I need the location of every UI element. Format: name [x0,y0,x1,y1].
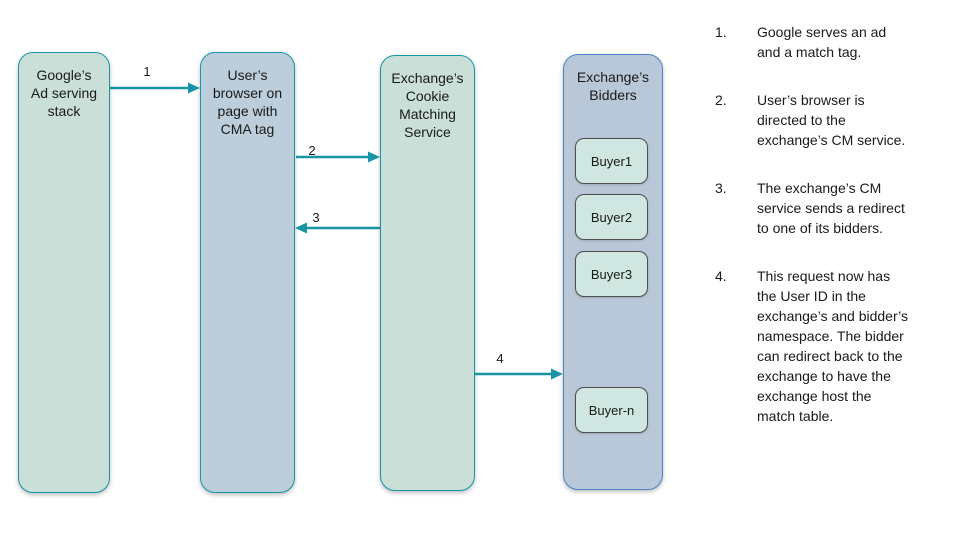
arrowhead-right-icon [551,368,563,380]
step-text: User’s browser is directed to the exchan… [757,92,906,148]
step-item-4: 4. This request now has the User ID in t… [700,266,955,426]
step-item-2: 2. User’s browser is directed to the exc… [700,90,955,150]
bidder-box-buyer2: Buyer2 [575,194,648,240]
arrow-1 [110,82,200,94]
arrowhead-left-icon [295,222,307,234]
arrowhead-right-icon [188,82,200,94]
arrowhead-right-icon [368,151,380,163]
node-exchange-bidders: Exchange’s Bidders Buyer1 Buyer2 Buyer3 … [563,54,663,490]
bidder-label: Buyer2 [590,209,633,225]
node-label: Google’s Ad serving stack [30,67,98,119]
bidder-label: Buyer3 [590,266,633,282]
steps-list: 1. Google serves an ad and a match tag. … [700,22,955,454]
arrow-1-label: 1 [143,64,151,79]
step-number: 3. [715,180,727,196]
step-number: 4. [715,268,727,284]
step-item-3: 3. The exchange’s CM service sends a red… [700,178,955,238]
node-google-ad-serving-stack: Google’s Ad serving stack [18,52,110,493]
step-text: This request now has the User ID in the … [757,268,909,424]
node-label: Exchange’s Cookie Matching Service [391,70,464,140]
arrow-4 [475,368,563,380]
node-cookie-matching-service: Exchange’s Cookie Matching Service [380,55,475,491]
step-text: The exchange’s CM service sends a redire… [757,180,905,236]
node-user-browser: User’s browser on page with CMA tag [200,52,295,493]
step-text: Google serves an ad and a match tag. [757,24,887,60]
node-label: Exchange’s Bidders [576,69,650,103]
bidder-label: Buyer-n [588,402,635,418]
step-item-1: 1. Google serves an ad and a match tag. [700,22,955,62]
bidder-label: Buyer1 [590,153,633,169]
step-number: 1. [715,24,727,40]
arrow-3-label: 3 [312,210,320,225]
step-number: 2. [715,92,727,108]
bidder-box-buyer3: Buyer3 [575,251,648,297]
arrow-4-label: 4 [496,351,504,366]
bidder-box-buyer1: Buyer1 [575,138,648,184]
arrow-2-label: 2 [308,143,316,158]
node-label: User’s browser on page with CMA tag [212,67,283,137]
bidder-box-buyer-n: Buyer-n [575,387,648,433]
